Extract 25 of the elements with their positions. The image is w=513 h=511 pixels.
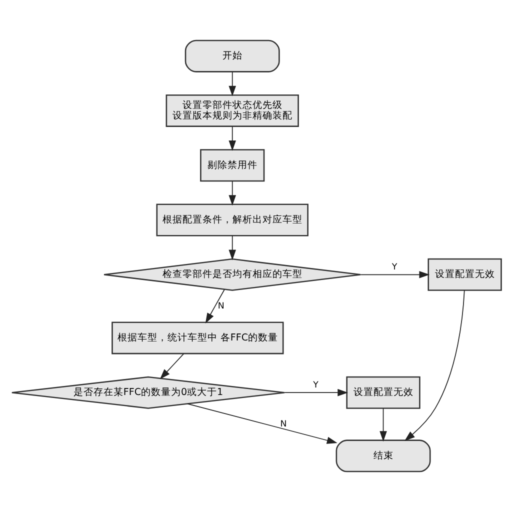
edge-label: Y xyxy=(392,262,398,272)
node-diamond: 是否存在某FFC的数量为0或大于1 xyxy=(11,376,286,408)
node-box: 根据车型，统计车型中 各FFC的数量 xyxy=(112,321,284,354)
node-box: 开始 xyxy=(184,39,280,72)
node-box: 设置零部件状态优先级 设置版本规则为非精确装配 xyxy=(166,94,299,126)
arrow xyxy=(160,352,184,379)
node-box: 剔除禁用件 xyxy=(200,148,265,182)
node-box: 结束 xyxy=(336,439,431,472)
arrow xyxy=(284,388,348,396)
node-box: 根据配置条件，解析出对应车型 xyxy=(156,203,308,236)
arrow xyxy=(228,71,236,96)
arrow xyxy=(205,288,225,323)
edge-label: Y xyxy=(313,380,318,390)
arrow xyxy=(360,270,430,278)
arrow xyxy=(228,180,236,206)
arrow xyxy=(228,126,236,150)
node-box: 设置配置无效 xyxy=(428,258,502,290)
arrow xyxy=(404,290,465,440)
arrow xyxy=(187,402,338,444)
edge-label: N xyxy=(218,300,224,311)
node-diamond: 检查零部件是否均有相应的车型 xyxy=(103,258,362,290)
arrow xyxy=(228,234,236,260)
node-box: 设置配置无效 xyxy=(346,376,420,408)
arrow xyxy=(380,407,387,442)
edge-label: N xyxy=(280,418,287,429)
